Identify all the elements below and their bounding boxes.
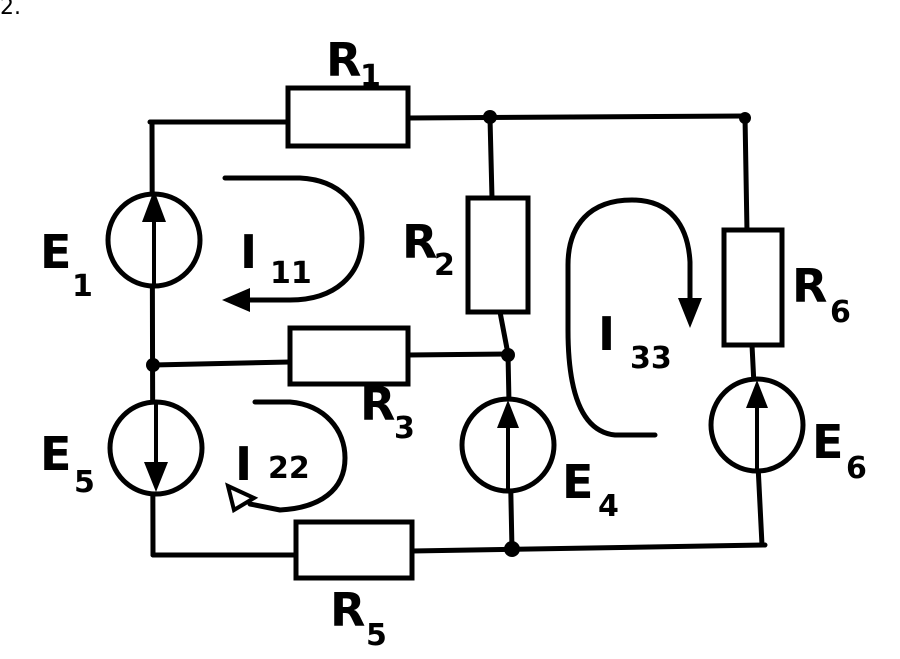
svg-text:2: 2: [434, 248, 455, 283]
svg-text:6: 6: [846, 451, 867, 486]
wire-bottom-right: [409, 542, 768, 554]
svg-text:E: E: [40, 225, 71, 279]
svg-text:22: 22: [268, 451, 310, 486]
wire-mid-left: [150, 359, 293, 368]
label-r1: R 1: [326, 33, 381, 94]
svg-text:3: 3: [394, 411, 415, 446]
wire-center-top: [487, 115, 495, 201]
junction-top: [483, 110, 497, 124]
wire-top-right: [405, 113, 748, 121]
label-r3: R 3: [360, 377, 415, 446]
source-e5: [107, 399, 205, 497]
label-e1: E 1: [40, 225, 93, 304]
label-e5: E 5: [40, 427, 95, 500]
label-r2: R 2: [402, 215, 455, 283]
junction-top-right: [739, 112, 751, 124]
wire-center-mid: [497, 309, 511, 357]
svg-text:5: 5: [366, 618, 387, 653]
svg-text:R: R: [326, 33, 361, 87]
svg-text:I: I: [235, 437, 252, 491]
svg-text:E: E: [562, 455, 593, 509]
resistor-r3: [287, 325, 411, 387]
svg-text:I: I: [240, 225, 257, 279]
junction-center: [501, 348, 515, 362]
junction-left: [146, 358, 160, 372]
label-i33: I 33: [598, 307, 672, 376]
source-e1: [105, 190, 203, 289]
svg-text:6: 6: [830, 295, 851, 330]
resistor-r2: [465, 195, 531, 315]
label-i11: I 11: [240, 225, 312, 291]
loop-arrow-i22: [225, 399, 348, 514]
svg-text:R: R: [360, 377, 395, 431]
svg-text:1: 1: [72, 269, 93, 304]
svg-text:E: E: [812, 415, 843, 469]
resistor-r6: [721, 227, 785, 348]
svg-text:11: 11: [270, 256, 312, 291]
svg-text:4: 4: [598, 489, 619, 524]
svg-text:1: 1: [360, 59, 381, 94]
junction-bottom: [504, 541, 520, 557]
wire-right-top: [742, 113, 750, 235]
label-r6: R 6: [792, 259, 851, 330]
resistor-r1: [285, 85, 411, 149]
resistor-r5: [293, 519, 415, 581]
loop-arrow-i11: [222, 175, 365, 312]
svg-text:33: 33: [630, 341, 672, 376]
corner-text: 2.: [0, 0, 21, 20]
label-r5: R 5: [330, 583, 387, 653]
svg-text:R: R: [402, 215, 437, 269]
source-e6: [708, 376, 806, 474]
svg-text:I: I: [598, 307, 615, 361]
svg-text:E: E: [40, 427, 71, 481]
label-e4: E 4: [562, 455, 619, 524]
svg-text:5: 5: [74, 465, 95, 500]
source-e4: [459, 396, 557, 494]
wire-mid-right: [405, 351, 511, 358]
label-e6: E 6: [812, 415, 867, 486]
loop-arrow-i33: [565, 197, 702, 438]
svg-text:R: R: [330, 583, 365, 637]
label-i22: I 22: [235, 437, 310, 491]
svg-text:R: R: [792, 259, 827, 313]
